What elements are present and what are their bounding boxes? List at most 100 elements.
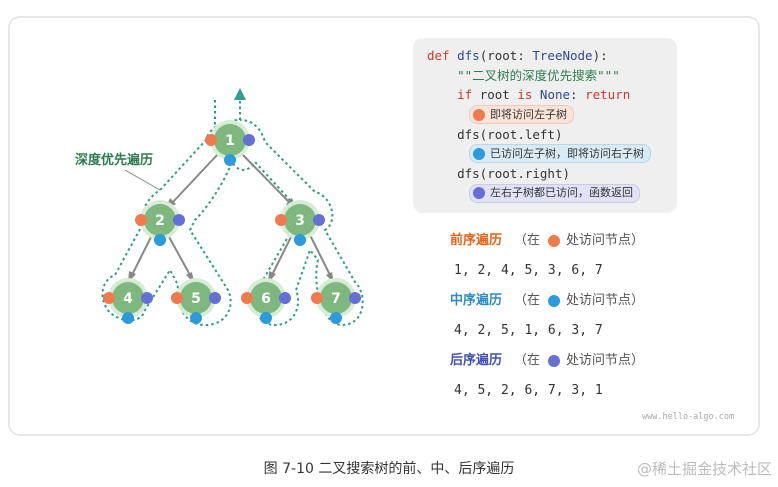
tree-node-3: 3 xyxy=(275,200,325,246)
node-label: 6 xyxy=(261,291,271,307)
node-label: 3 xyxy=(295,213,305,229)
inorder-dot-icon xyxy=(260,312,272,324)
postorder-dot-icon xyxy=(279,292,291,304)
comment-in: 已访问左子树，即将访问右子树 xyxy=(469,144,651,164)
binary-tree-diagram: 深度优先遍历 1 2 3 4 5 6 7 xyxy=(75,88,364,327)
dfs-trace-path xyxy=(101,90,364,327)
credit-watermark: @稀土掘金技术社区 xyxy=(636,460,772,478)
dfs-label: 深度优先遍历 xyxy=(75,152,153,168)
code-line-4: 即将访问左子树 xyxy=(427,105,677,125)
tree-node-5: 5 xyxy=(171,278,221,324)
inorder-dot-icon xyxy=(224,154,236,166)
node-label: 4 xyxy=(123,291,133,307)
edge-1-2 xyxy=(171,153,219,204)
edge-2-4 xyxy=(131,234,153,276)
postorder-dot-icon xyxy=(209,292,221,304)
node-circle xyxy=(250,282,282,314)
node-label: 2 xyxy=(155,213,165,229)
node-label: 7 xyxy=(331,291,341,307)
trace-arrow-icon xyxy=(234,88,246,100)
code-dfs-right: dfs(root.right) xyxy=(457,166,570,182)
inorder-dot-icon xyxy=(330,312,342,324)
code-if: if xyxy=(457,87,473,103)
node-circle xyxy=(284,204,316,236)
node-circle xyxy=(320,282,352,314)
comment-post: 左右子树都已访问，函数返回 xyxy=(469,183,640,203)
node-circle xyxy=(214,124,246,156)
watermark: www.hello-algo.com xyxy=(642,412,735,422)
figure-caption: 图 7-10 二叉搜索树的前、中、后序遍历 xyxy=(263,461,515,477)
code-end: ): xyxy=(592,48,608,63)
inorder-note-post: 处访问节点） xyxy=(566,293,645,308)
code-line-7: dfs(root.right) xyxy=(427,164,677,184)
code-line-5: dfs(root.left) xyxy=(427,125,677,145)
tree-edges xyxy=(131,153,331,276)
preorder-note-pre: （在 xyxy=(514,233,541,248)
postorder-dot-icon xyxy=(141,292,153,304)
preorder-dot-icon xyxy=(473,108,485,121)
tree-node-4: 4 xyxy=(103,278,153,324)
comment-post-text: 左右子树都已访问，函数返回 xyxy=(490,186,633,200)
node-circle xyxy=(180,282,212,314)
dfs-label-pointer xyxy=(124,169,161,191)
preorder-dot-icon xyxy=(205,134,217,146)
postorder-dot-icon xyxy=(548,355,561,367)
postorder-dot-icon xyxy=(243,134,255,146)
code-line-1: def dfs(root: TreeNode): xyxy=(427,46,677,66)
code-dfs-left: dfs(root.left) xyxy=(457,126,563,142)
postorder-dot-icon xyxy=(173,214,185,226)
inorder-dot-icon xyxy=(294,234,306,246)
preorder-title-row: 前序遍历 （在处访问节点） xyxy=(450,230,710,252)
inorder-dot-icon xyxy=(473,147,485,160)
postorder-note: （在处访问节点） xyxy=(514,350,644,372)
inorder-note-pre: （在 xyxy=(514,293,541,308)
tree-node-2: 2 xyxy=(135,200,185,246)
postorder-dot-icon xyxy=(313,214,325,226)
code-params: (root: xyxy=(479,48,533,63)
preorder-dot-icon xyxy=(171,292,183,304)
code-func-name: dfs xyxy=(457,48,480,63)
code-root: root xyxy=(472,87,518,103)
preorder-dot-icon xyxy=(241,292,253,304)
preorder-dot-icon xyxy=(103,292,115,304)
tree-nodes: 1 2 3 4 5 6 7 xyxy=(103,120,361,324)
node-circle xyxy=(112,282,144,314)
comment-pre: 即将访问左子树 xyxy=(469,105,574,125)
code-line-2: ""二叉树的深度优先搜索""" xyxy=(427,66,677,86)
inorder-note: （在 处访问节点） xyxy=(514,290,644,312)
preorder-title: 前序遍历 xyxy=(450,233,503,248)
comment-in-text: 已访问左子树，即将访问右子树 xyxy=(490,147,644,161)
preorder-note: （在处访问节点） xyxy=(514,230,644,252)
code-line-8: 左右子树都已访问，函数返回 xyxy=(427,183,677,204)
postorder-dot-icon xyxy=(349,292,361,304)
code-docstring: ""二叉树的深度优先搜索""" xyxy=(457,67,620,83)
tree-node-7: 7 xyxy=(311,278,361,324)
preorder-sequence: 1, 2, 4, 5, 3, 6, 7 xyxy=(454,263,603,278)
edge-3-6 xyxy=(271,234,293,276)
code-line-6: 已访问左子树，即将访问右子树 xyxy=(427,144,677,164)
code-line-3: if root is None: return xyxy=(427,85,677,105)
comment-pre-text: 即将访问左子树 xyxy=(490,107,567,121)
code-keyword-def: def xyxy=(427,48,450,63)
inorder-title: 中序遍历 xyxy=(450,293,503,308)
postorder-title: 后序遍历 xyxy=(450,353,503,368)
code-none: None xyxy=(532,87,571,103)
code-type: TreeNode xyxy=(532,48,593,63)
tree-node-6: 6 xyxy=(241,278,291,324)
postorder-dot-icon xyxy=(473,187,485,200)
edge-2-5 xyxy=(167,234,191,276)
tree-node-1: 1 xyxy=(205,120,255,166)
inorder-dot-icon xyxy=(548,295,561,307)
inorder-dot-icon xyxy=(190,312,202,324)
code-return: return xyxy=(585,87,631,103)
preorder-dot-icon xyxy=(135,214,147,226)
edge-1-3 xyxy=(241,153,291,204)
node-label: 1 xyxy=(225,133,235,149)
preorder-dot-icon xyxy=(275,214,287,226)
postorder-sequence: 4, 5, 2, 6, 7, 3, 1 xyxy=(454,383,603,398)
preorder-dot-icon xyxy=(311,292,323,304)
node-circle xyxy=(144,204,176,236)
inorder-sequence: 4, 2, 5, 1, 6, 3, 7 xyxy=(454,323,603,338)
code-colon: : xyxy=(570,87,586,103)
edge-3-7 xyxy=(309,234,331,276)
